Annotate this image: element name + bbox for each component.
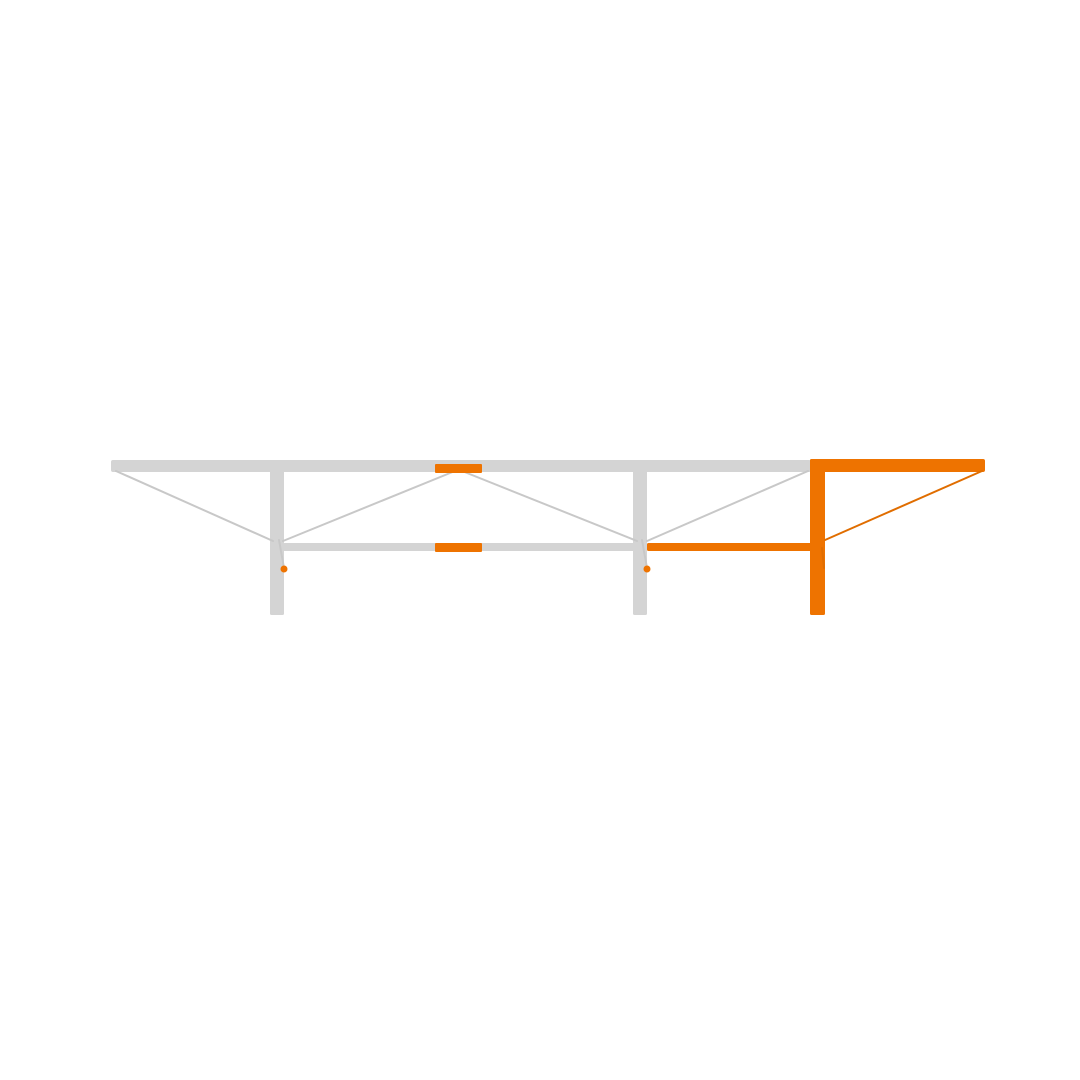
orange-extension-module — [647, 459, 985, 615]
hook-knob-left — [280, 565, 288, 573]
tension-wires-grey — [115, 470, 809, 569]
post-left — [270, 470, 284, 615]
hook-knob-middle — [643, 565, 651, 573]
hanger-wire-orange — [821, 547, 825, 569]
connector-lower — [435, 543, 482, 552]
post-middle — [633, 470, 647, 615]
orange-connectors — [280, 464, 651, 573]
lower-rail-orange — [647, 543, 812, 551]
hanger-wire-left — [278, 539, 285, 569]
top-rail-orange — [810, 459, 985, 472]
connector-top — [435, 464, 482, 473]
wire-3 — [461, 470, 638, 542]
wire-orange — [824, 470, 983, 541]
hanger-wire-middle — [641, 539, 648, 569]
wire-1 — [115, 470, 274, 542]
grey-frame-section — [111, 460, 811, 615]
post-orange — [810, 459, 825, 615]
wire-4 — [646, 470, 809, 542]
wire-2 — [282, 470, 456, 542]
